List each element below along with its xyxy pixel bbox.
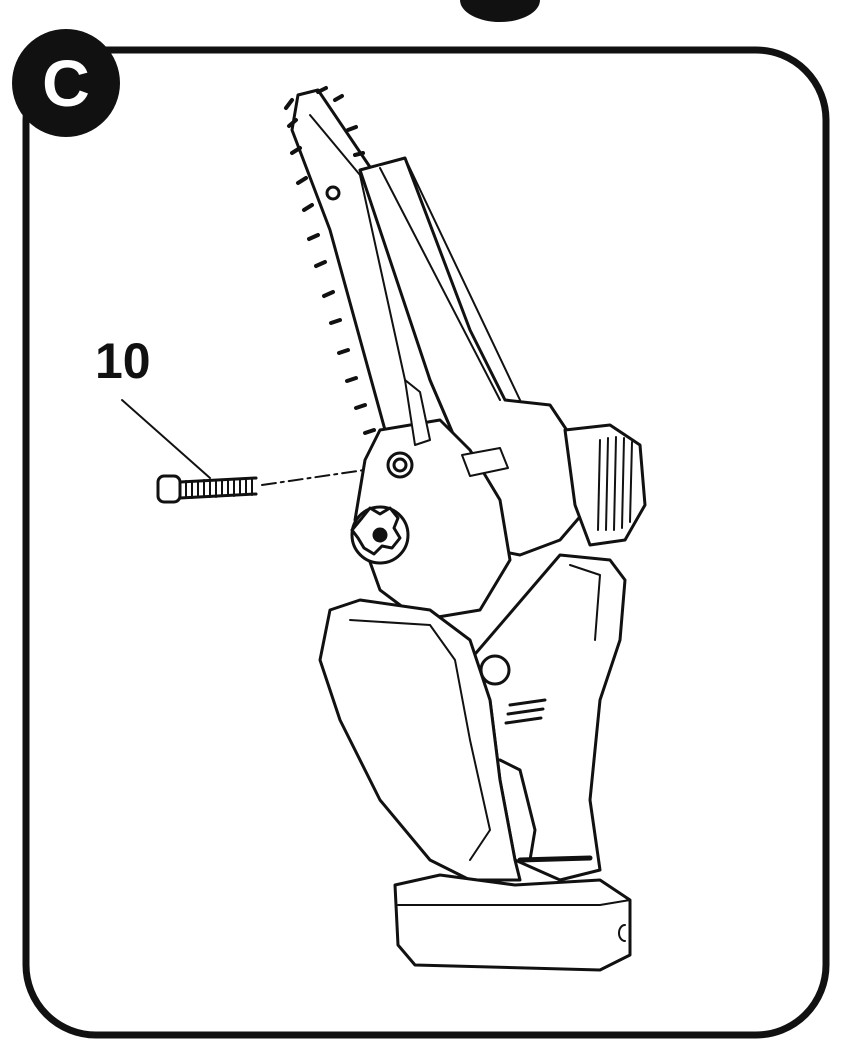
top-edge-marker (460, 0, 540, 22)
bolt-icon (156, 474, 258, 504)
step-label-badge: C (12, 29, 120, 137)
panel-frame (22, 46, 830, 1039)
chainsaw-illustration (284, 86, 647, 972)
callout-leader (121, 399, 211, 479)
part-callout-number: 10 (95, 333, 151, 389)
